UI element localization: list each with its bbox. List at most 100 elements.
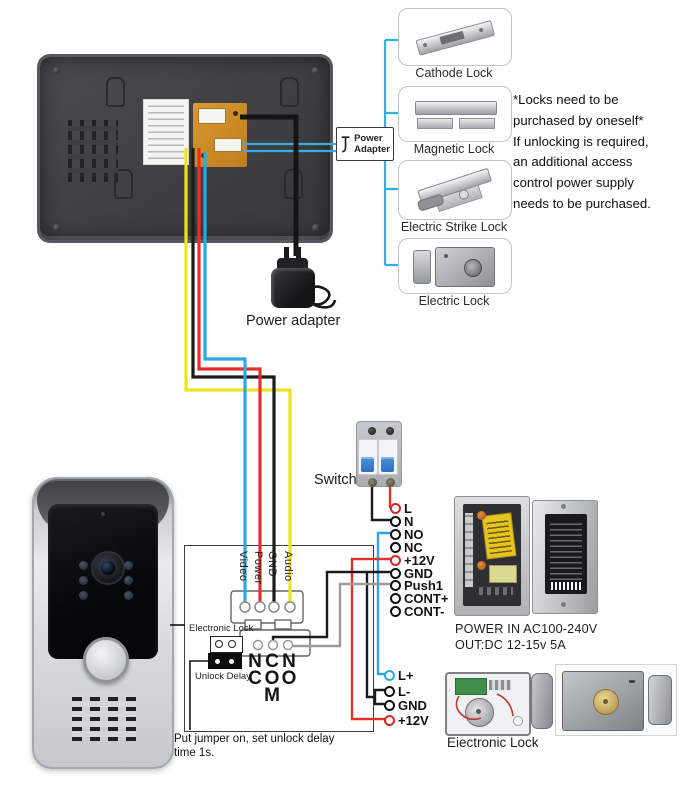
note-line: *Locks need to be [513, 92, 619, 107]
screw-top-right [312, 67, 319, 74]
terminal-label: +12V [398, 713, 429, 728]
terminal-row-CONTplus: CONT+ [390, 591, 448, 606]
connector-pcb [193, 103, 247, 167]
screw-bottom-right [312, 224, 319, 231]
switch-screw [368, 427, 376, 435]
lock-wiring-detail [455, 693, 514, 721]
mic-pinhole [101, 512, 105, 516]
terminal-ring [390, 542, 401, 553]
electric-lock-label: Electric Lock [418, 294, 490, 308]
electronic-lock-jumper [210, 636, 243, 653]
electric-strike-lock-image [398, 160, 512, 220]
speaker-grille [72, 691, 136, 741]
relay-column-COM: COM [264, 651, 280, 706]
screw-top-left [53, 67, 60, 74]
terminal-row-CONTminus: CONT- [390, 604, 444, 619]
relay-column-NC: NC [248, 651, 262, 689]
lock-terminal-row-GND: GND [384, 698, 427, 713]
terminal-ring [390, 503, 401, 514]
terminal-ring [384, 715, 395, 726]
terminal-label: L [404, 501, 412, 516]
switch-terminal [386, 478, 395, 487]
switch-caption: Switch [314, 472, 357, 488]
terminal-ring [384, 686, 395, 697]
ir-led [79, 561, 88, 570]
doorbell-black-panel [48, 504, 158, 659]
note-line: needs to be purchased. [513, 195, 651, 211]
electric-strike-lock-label: Electric Strike Lock [400, 220, 508, 234]
switch-terminal [368, 478, 377, 487]
terminal-ring [390, 555, 401, 566]
power-adapter-box-line1: Power [354, 133, 383, 144]
mount-keyhole [114, 169, 133, 199]
lock-terminal-row-Lplus: L+ [384, 668, 414, 683]
call-button [83, 637, 129, 683]
doorbell-station [32, 477, 174, 769]
relay-column-NO: NO [281, 651, 297, 689]
terminal-label: N [404, 514, 414, 529]
pcb-connector-block [214, 138, 242, 152]
power-adapter-box: Power Adapter [336, 127, 394, 161]
electric-lock-image [398, 238, 512, 294]
jumper-note-line1: Put jumper on, set unlock delay [174, 733, 335, 745]
terminal-label: +12V [404, 553, 435, 568]
audio-wire-label: Audio [282, 551, 294, 582]
power-adapter-caption: Power adapter [246, 313, 341, 329]
vent-grille [68, 120, 118, 182]
electronic-lock-caption: Eiectronic Lock [447, 735, 539, 750]
unlock-delay-jumper [208, 653, 242, 669]
terminal-ring [390, 529, 401, 540]
magnetic-lock-label: Magnetic Lock [413, 142, 495, 156]
terminal-label: NO [404, 527, 424, 542]
terminal-ring [390, 606, 401, 617]
ir-led [124, 576, 133, 585]
terminal-label: CONT- [404, 604, 445, 619]
pcb-connector-block [198, 108, 226, 124]
unlock-delay-jumper-label: Unlock Delay [195, 671, 251, 682]
gnd-wire-label: GND [266, 551, 278, 577]
terminal-ring [390, 593, 401, 604]
cathode-lock-image [398, 8, 512, 66]
terminal-label: GND [398, 698, 427, 713]
terminal-label: CONT+ [404, 591, 449, 606]
lock-terminal-row-Lminus: L- [384, 684, 410, 699]
adapter-body [271, 268, 315, 308]
power-wire-label: Power [252, 551, 264, 585]
note-line: If unlocking is required, [513, 133, 649, 149]
power-supply-unit [450, 486, 628, 622]
note-line: control power supply [513, 175, 634, 191]
note-line: purchased by oneself* [513, 112, 644, 128]
mount-keyhole [280, 77, 299, 107]
terminal-label: NC [404, 540, 423, 555]
ir-led [124, 561, 133, 570]
power-adapter-icon [341, 136, 350, 153]
pcb-pad [233, 111, 238, 116]
mount-keyhole [106, 77, 125, 107]
lock-terminal-row-12V: +12V [384, 713, 429, 728]
terminal-label: L+ [398, 668, 414, 683]
terminal-label: Push1 [404, 578, 444, 593]
power-adapter-box-line2: Adapter [354, 144, 390, 155]
ir-led [79, 576, 88, 585]
terminal-row-N: N [390, 514, 413, 529]
switch-screw [386, 427, 394, 435]
camera-lens [91, 551, 125, 585]
mount-keyhole [284, 169, 303, 199]
terminal-ring [384, 700, 395, 711]
ir-led [124, 591, 133, 600]
terminal-ring [390, 580, 401, 591]
note-line: an additional access [513, 154, 633, 170]
breaker-toggle [381, 457, 394, 472]
locks-note: *Locks need to be purchased by oneself* … [513, 90, 700, 215]
screw-bottom-left [53, 224, 60, 231]
power-adapter-image [266, 245, 330, 311]
electronic-lock-images [443, 663, 695, 736]
ir-led [79, 591, 88, 600]
magnetic-lock-image [398, 86, 512, 142]
switch-breaker [354, 419, 402, 489]
psu-spec-line1: POWER IN AC100-240V [455, 622, 598, 636]
breaker-toggle [361, 457, 374, 472]
pcb-pad [201, 153, 206, 158]
jumper-note: Put jumper on, set unlock delay time 1s. [174, 732, 334, 760]
